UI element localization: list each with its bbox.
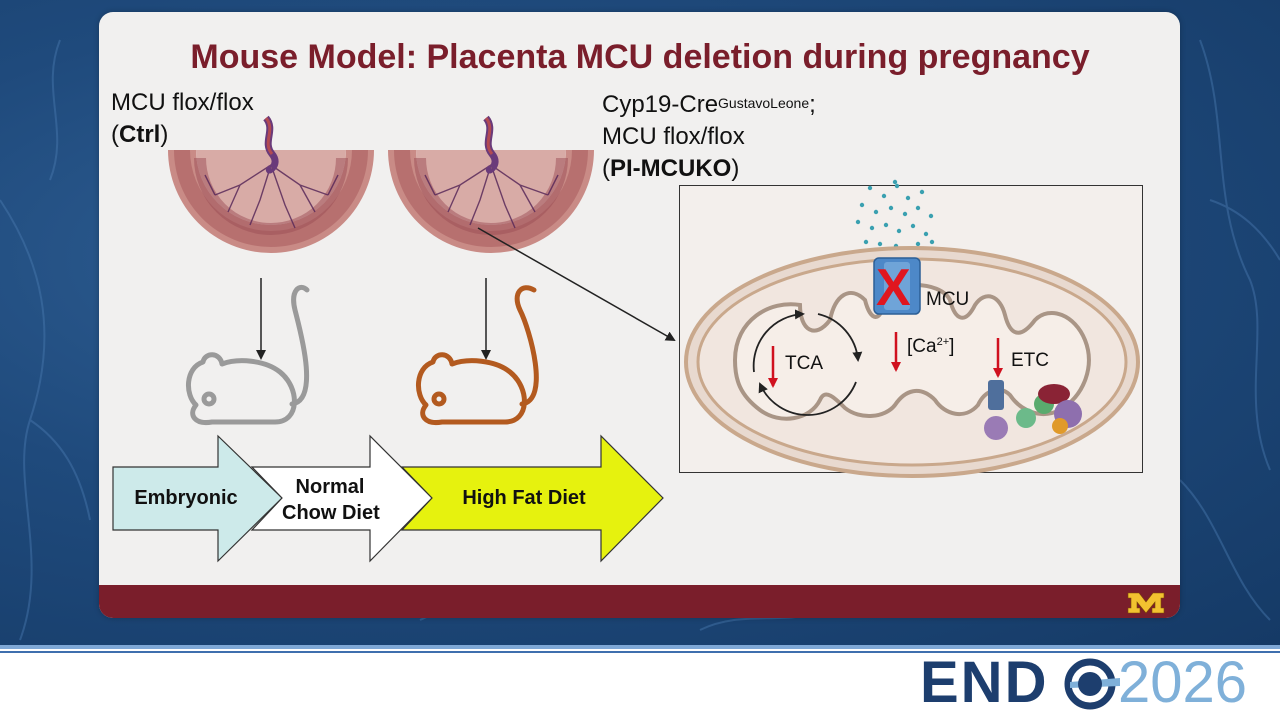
- title-rest: Placenta MCU deletion during pregnancy: [417, 38, 1090, 76]
- ctrl-line2: (Ctrl): [111, 121, 254, 149]
- endo-year-text: 2026: [1118, 650, 1248, 715]
- endo-globe-icon: [1064, 658, 1120, 710]
- ctrl-paren-open: (: [111, 121, 119, 148]
- ko-paren-open: (: [602, 155, 610, 182]
- timeline-label-normal-line2: Chow Diet: [282, 502, 380, 524]
- ctrl-genotype-label: MCU flox/flox (Ctrl): [111, 89, 254, 149]
- ca-sup: 2+: [936, 336, 950, 348]
- mcu-channel-icon: [873, 257, 921, 315]
- ko-line2: MCU flox/flox: [602, 123, 745, 150]
- mouse-ctrl-icon: [186, 284, 310, 426]
- slide-footer-bar: [99, 585, 1180, 618]
- timeline-arrow-normal-chow: [250, 434, 433, 563]
- footer-rule-dark: [0, 651, 1280, 653]
- arrow-placenta-to-mitochondria: [477, 227, 676, 341]
- ko-line3: (PI-MCUKO): [602, 153, 816, 185]
- tca-cycle-icon: [752, 309, 863, 416]
- timeline-label-normal-chow: Normal Chow Diet: [282, 474, 380, 526]
- ko-cre-sup: GustavoLeone: [718, 95, 810, 111]
- title-bold: Mouse Model:: [190, 38, 418, 76]
- ctrl-bold: Ctrl: [119, 121, 161, 148]
- mcu-deletion-x-mark: X: [876, 259, 911, 317]
- calcium-ions-icon: [855, 179, 935, 249]
- timeline-label-high-fat: High Fat Diet: [462, 487, 586, 509]
- ctrl-line1: MCU flox/flox: [111, 89, 254, 116]
- ko-semicolon: ;: [809, 91, 816, 118]
- timeline-arrow-embryonic: [112, 434, 283, 563]
- ko-genotype-label: Cyp19-CreGustavoLeone; MCU flox/flox (PI…: [602, 89, 816, 185]
- timeline-label-normal-line1: Normal: [295, 476, 365, 498]
- etc-label: ETC: [1011, 350, 1049, 371]
- ca-close: ]: [949, 336, 955, 357]
- ko-line1: Cyp19-CreGustavoLeone;: [602, 89, 816, 121]
- ko-bold: PI-MCUKO: [610, 155, 732, 182]
- tca-label: TCA: [785, 353, 823, 374]
- timeline-label-embryonic: Embryonic: [134, 487, 238, 509]
- slide-title: Mouse Model: Placenta MCU deletion durin…: [0, 38, 1280, 77]
- endo-logo-text: END: [920, 650, 1049, 715]
- mcu-label: MCU: [926, 289, 970, 310]
- calcium-label: [Ca2+]: [907, 336, 954, 358]
- ko-cre: Cyp19-Cre: [602, 91, 719, 118]
- etc-complexes-icon: [984, 380, 1082, 440]
- ca-open: [Ca: [907, 336, 937, 357]
- university-minnesota-logo-icon: [1127, 592, 1165, 614]
- placenta-ctrl-icon: [168, 115, 374, 253]
- ko-paren-close: ): [731, 155, 740, 182]
- timeline-arrow-high-fat: [400, 434, 664, 563]
- ctrl-paren-close: ): [160, 121, 169, 148]
- mouse-ko-icon: [416, 285, 539, 426]
- footer-rule-light: [0, 645, 1280, 649]
- placenta-ko-icon: [388, 115, 594, 253]
